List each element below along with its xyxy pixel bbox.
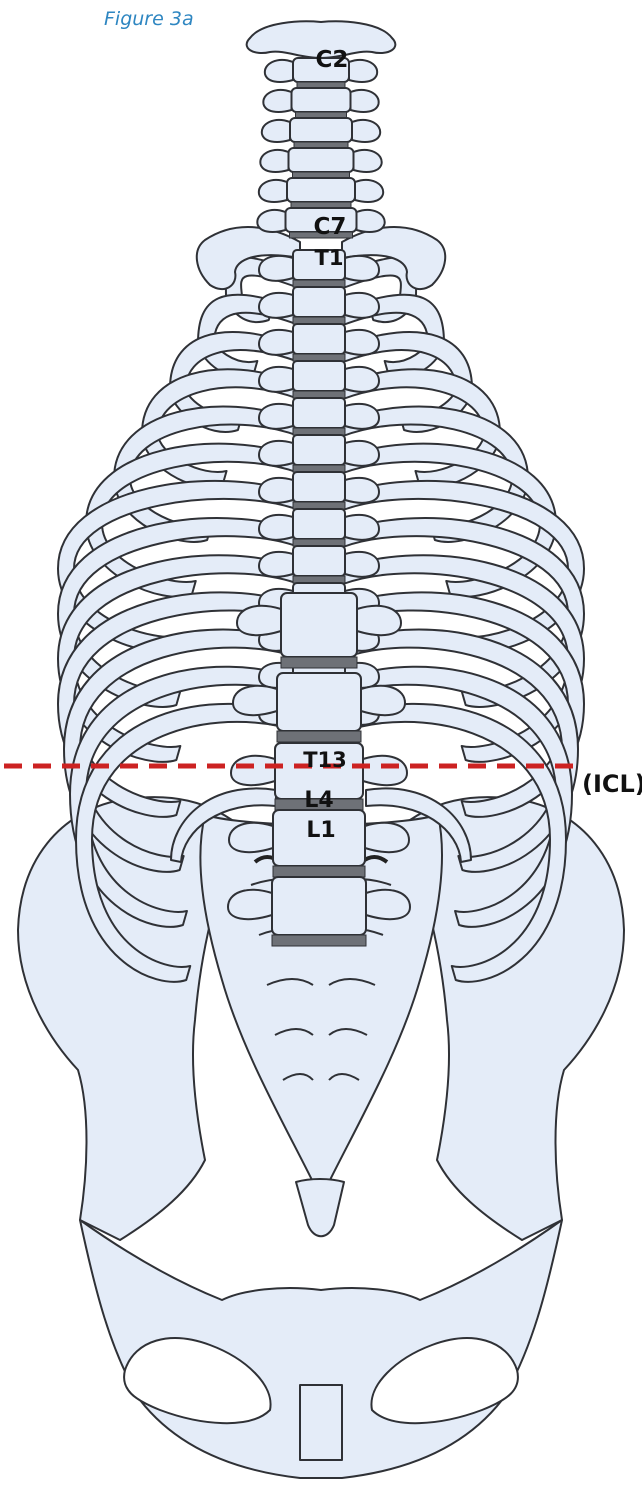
intervertebral-disc <box>293 354 345 361</box>
transverse-process-left <box>231 756 275 785</box>
label-t1: T1 <box>315 246 344 270</box>
transverse-process-left <box>237 606 281 635</box>
cervical-vertebra <box>290 118 352 142</box>
cervical-vertebra <box>292 88 351 112</box>
label-c7: C7 <box>314 214 347 240</box>
transverse-process-right <box>366 890 410 919</box>
label-l4: L4 <box>304 788 333 813</box>
transverse-process-right <box>363 756 407 785</box>
transverse-process-left <box>259 515 293 540</box>
transverse-process-right <box>361 686 405 715</box>
cervical-process-left <box>263 90 291 112</box>
transverse-process-left <box>259 367 293 392</box>
thoracic-vertebra <box>293 398 345 428</box>
transverse-process-left <box>259 441 293 466</box>
intervertebral-disc <box>293 539 345 546</box>
thoracic-vertebra <box>293 472 345 502</box>
thoracic-vertebra <box>293 287 345 317</box>
lumbar-vertebra <box>272 877 366 935</box>
cervical-process-right <box>357 210 385 232</box>
label-t13: T13 <box>303 748 347 772</box>
intervertebral-disc <box>293 391 345 398</box>
thoracic-vertebra <box>293 509 345 539</box>
transverse-process-left <box>229 823 273 852</box>
transverse-process-right <box>345 293 379 318</box>
transverse-process-right <box>345 552 379 577</box>
transverse-process-left <box>259 256 293 281</box>
thoracic-vertebra <box>293 361 345 391</box>
thoracic-vertebra <box>293 435 345 465</box>
label-c2: C2 <box>316 47 349 73</box>
iliac-crest-label: (ICL) <box>582 770 642 798</box>
intervertebral-disc <box>293 280 345 287</box>
thoracic-vertebra <box>293 546 345 576</box>
intervertebral-disc <box>293 317 345 324</box>
transverse-process-left <box>259 293 293 318</box>
transverse-process-left <box>259 552 293 577</box>
transverse-process-right <box>345 404 379 429</box>
cervical-process-left <box>259 180 287 202</box>
transverse-process-right <box>357 606 401 635</box>
cervical-process-left <box>265 60 293 82</box>
intervertebral-disc <box>293 576 345 583</box>
coccyx <box>296 1179 344 1236</box>
cervical-process-right <box>355 180 383 202</box>
intervertebral-disc <box>277 731 361 742</box>
transverse-process-right <box>345 515 379 540</box>
transverse-process-left <box>259 330 293 355</box>
transverse-process-left <box>233 686 277 715</box>
cervical-process-right <box>349 60 377 82</box>
cervical-vertebra <box>287 178 355 202</box>
transverse-process-right <box>345 367 379 392</box>
vertebra-t13 <box>281 593 357 657</box>
intervertebral-disc <box>281 657 357 668</box>
cervical-process-left <box>257 210 285 232</box>
thoracic-vertebra <box>293 324 345 354</box>
cervical-vertebra <box>289 148 354 172</box>
transverse-process-right <box>345 330 379 355</box>
cervical-process-right <box>352 120 380 142</box>
lumbar-vertebra <box>277 673 361 731</box>
intervertebral-disc <box>272 935 366 946</box>
intervertebral-disc <box>273 866 365 877</box>
transverse-process-left <box>228 890 272 919</box>
intervertebral-disc <box>293 502 345 509</box>
cervical-process-right <box>354 150 382 172</box>
cervical-process-left <box>262 120 290 142</box>
cervical-process-right <box>351 90 379 112</box>
pubic-symphysis <box>300 1385 342 1460</box>
intervertebral-disc <box>293 465 345 472</box>
transverse-process-right <box>345 478 379 503</box>
figure-caption: Figure 3a <box>104 8 194 30</box>
transverse-process-left <box>259 478 293 503</box>
transverse-process-right <box>345 441 379 466</box>
intervertebral-disc <box>293 428 345 435</box>
transverse-process-left <box>259 404 293 429</box>
label-l1: L1 <box>306 818 335 843</box>
cervical-process-left <box>260 150 288 172</box>
transverse-process-right <box>345 256 379 281</box>
transverse-process-right <box>365 823 409 852</box>
